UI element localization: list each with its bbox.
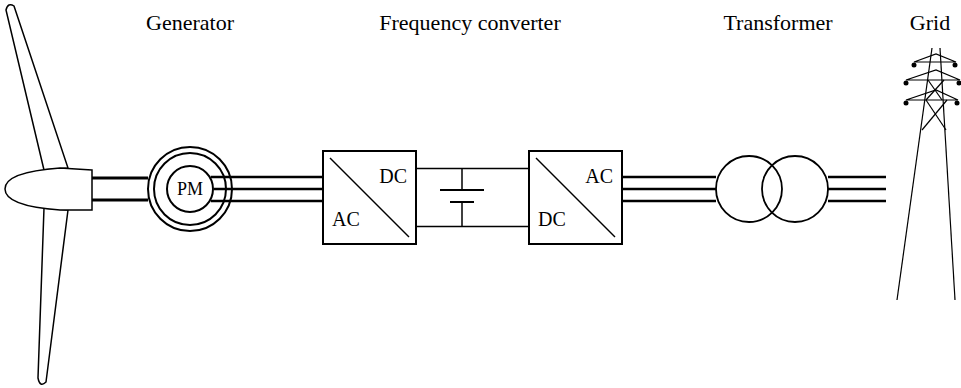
component-label: Transformer <box>723 10 832 36</box>
wire-connector <box>417 169 528 227</box>
transformer-winding <box>762 156 828 222</box>
three-phase-wires <box>828 177 886 201</box>
component-label: Frequency converter <box>379 10 560 36</box>
component-label: Generator <box>146 10 234 36</box>
capacitor-plate <box>440 189 484 191</box>
capacitor-lead <box>461 202 463 227</box>
current-type-label: AC <box>332 209 360 229</box>
shaft <box>92 177 148 180</box>
rotor-blade <box>38 208 68 384</box>
rectifier-box: DC AC <box>322 150 417 245</box>
current-type-label: DC <box>379 166 407 186</box>
current-type-label: AC <box>585 166 613 186</box>
three-phase-wires <box>622 177 716 201</box>
permanent-magnet-rotor: PM <box>166 165 214 213</box>
insulator-dots <box>904 63 961 106</box>
rotor-label: PM <box>177 180 203 198</box>
rotor-hub <box>5 168 92 210</box>
current-type-label: DC <box>538 209 566 229</box>
shaft <box>92 199 148 202</box>
rotor-blade <box>6 5 68 170</box>
pylon <box>897 48 960 300</box>
capacitor-lead <box>461 168 463 190</box>
wire-connector <box>211 177 322 201</box>
inverter-box: AC DC <box>528 150 623 245</box>
component-label: Grid <box>910 10 950 36</box>
